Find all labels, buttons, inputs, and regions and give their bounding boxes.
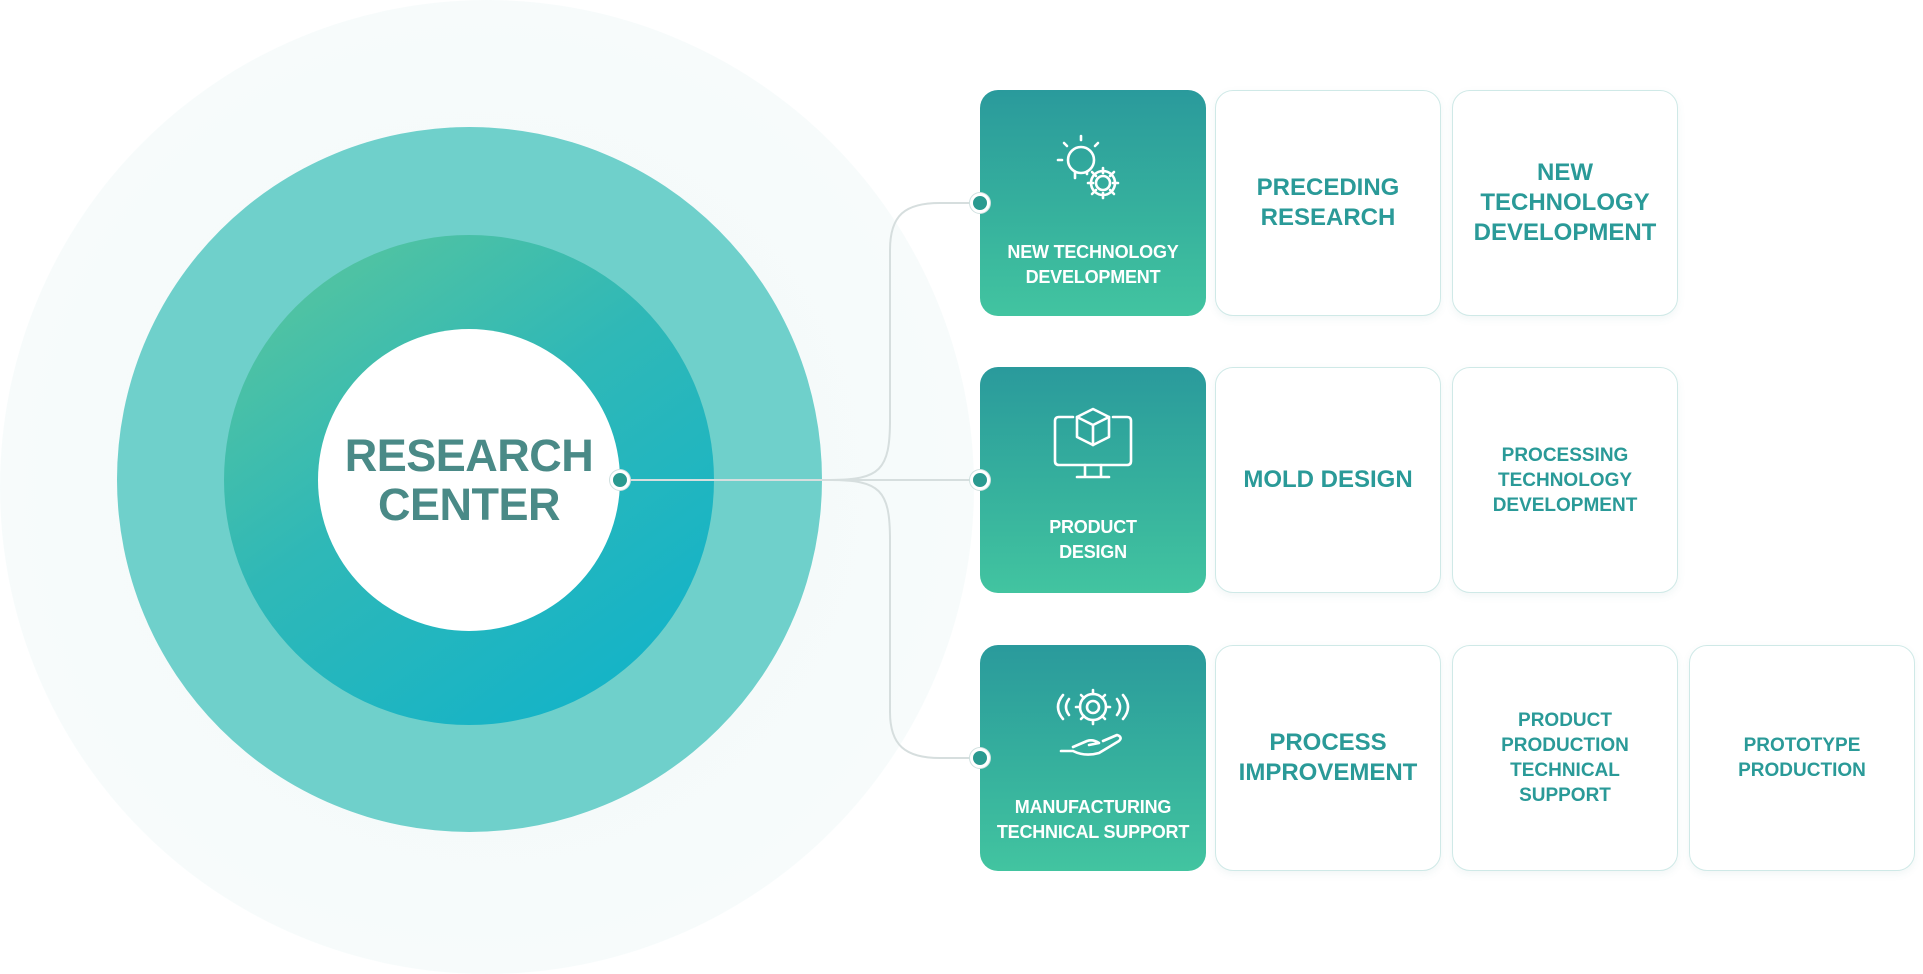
connector-line-1: [620, 202, 980, 481]
category-label: PRODUCT DESIGN: [1049, 517, 1137, 562]
item-processing-technology-development[interactable]: PROCESSING TECHNOLOGY DEVELOPMENT: [1452, 367, 1678, 593]
center-connector-dot: [610, 470, 630, 490]
category-label: MANUFACTURING TECHNICAL SUPPORT: [996, 797, 1190, 842]
category-connector-dot: [970, 470, 990, 490]
category-new-technology-development[interactable]: NEW TECHNOLOGY DEVELOPMENT: [980, 90, 1206, 316]
connector-line-3: [829, 479, 980, 759]
research-center-core: RESEARCH CENTER: [318, 329, 620, 631]
category-product-design[interactable]: PRODUCT DESIGN: [980, 367, 1206, 593]
item-process-improvement[interactable]: PROCESS IMPROVEMENT: [1215, 645, 1441, 871]
category-manufacturing-technical-support[interactable]: MANUFACTURING TECHNICAL SUPPORT: [980, 645, 1206, 871]
category-label: NEW TECHNOLOGY DEVELOPMENT: [1007, 242, 1179, 287]
monitor-cube-icon: [980, 405, 1206, 489]
center-title: RESEARCH CENTER: [344, 430, 594, 530]
category-connector-dot: [970, 748, 990, 768]
item-preceding-research[interactable]: PRECEDING RESEARCH: [1215, 90, 1441, 316]
item-new-technology-development[interactable]: NEW TECHNOLOGY DEVELOPMENT: [1452, 90, 1678, 316]
category-connector-dot: [970, 193, 990, 213]
item-mold-design[interactable]: MOLD DESIGN: [1215, 367, 1441, 593]
hand-gear-icon: [980, 683, 1206, 767]
item-prototype-production[interactable]: PROTOTYPE PRODUCTION: [1689, 645, 1915, 871]
item-product-production-technical-support[interactable]: PRODUCT PRODUCTION TECHNICAL SUPPORT: [1452, 645, 1678, 871]
idea-gear-icon: [980, 128, 1206, 212]
